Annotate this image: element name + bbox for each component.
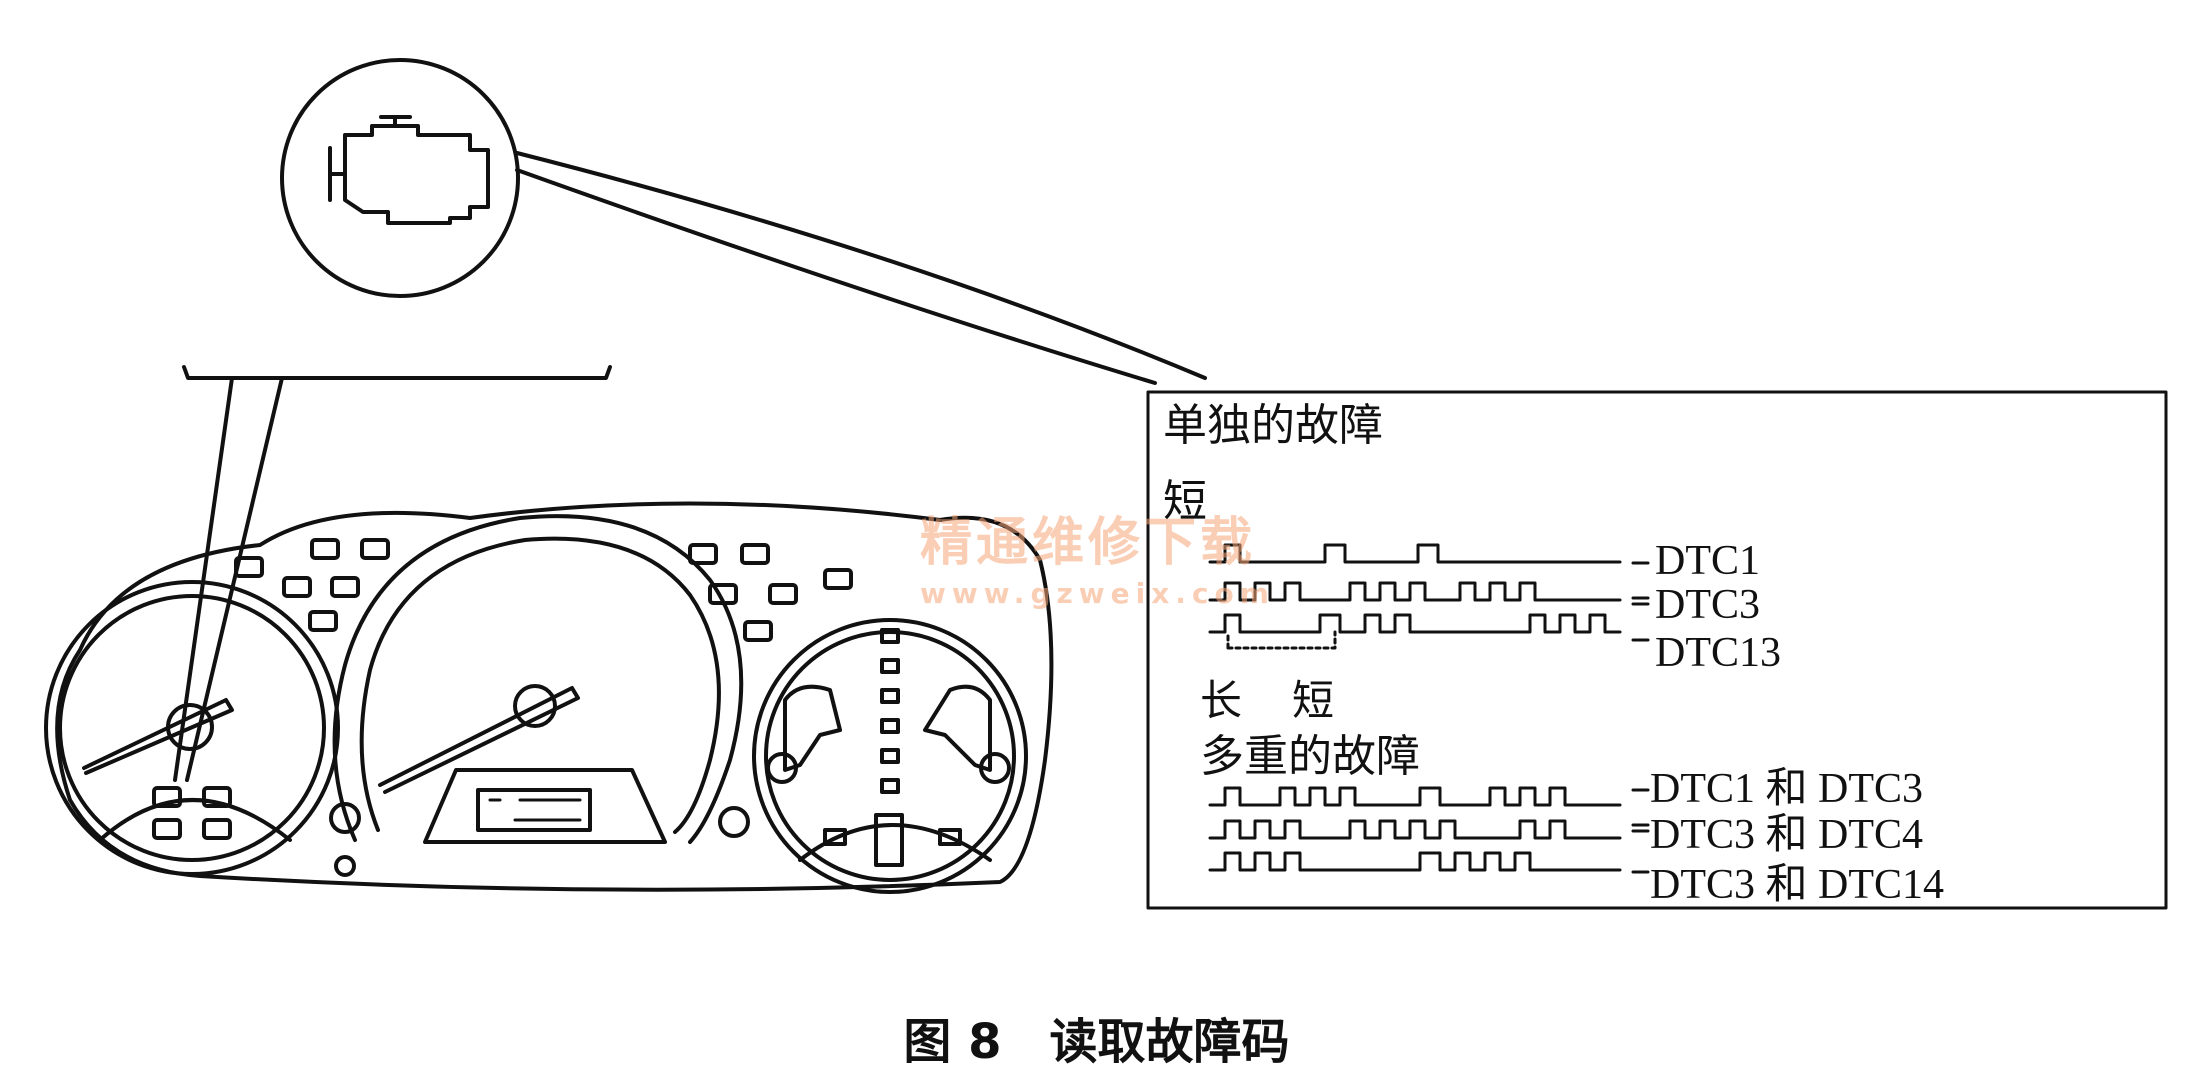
waveform-dtc13 [1208, 613, 1622, 634]
short-pulse-label-2: 短 [1292, 676, 1335, 725]
callout-leader-upper [515, 151, 1207, 380]
temp-pivot [979, 752, 1011, 784]
dtc-label: DTC13 [1655, 630, 1781, 676]
aux-indicator [880, 688, 900, 704]
trip-knob-small [334, 855, 356, 877]
tach-indicator [202, 818, 232, 840]
dtc-label: DTC1 [1655, 538, 1760, 584]
speedometer-outer [332, 514, 744, 844]
telltale-lamp [708, 583, 738, 605]
trip-knob [329, 802, 361, 834]
fuel-arc [783, 684, 842, 772]
tach-indicator [152, 786, 182, 808]
watermark: 精通维修下载 www.gzweix.com [920, 500, 1275, 610]
waveform-dtc3 [1208, 581, 1622, 602]
aux-indicator [880, 718, 900, 734]
short-pulse-label: 短 [1163, 476, 1207, 527]
tachometer-inner [58, 594, 326, 862]
aux-gauge-inner [764, 630, 1016, 882]
dtc-combo-label: DTC3 和 DTC14 [1650, 862, 1945, 908]
aux-indicator [880, 658, 900, 674]
telltale-lamp [360, 538, 390, 560]
aux-lower-arc [798, 823, 992, 862]
telltale-lamp [743, 620, 773, 642]
tach-indicator [152, 818, 182, 840]
dtc-pattern-box [1146, 390, 2168, 910]
tachometer-needle [82, 698, 234, 775]
long-pulse-label: 长 [1200, 676, 1243, 725]
dimmer-knob [718, 806, 750, 838]
waveform-dtc1-dtc3 [1208, 786, 1622, 807]
callout-leader-lower [515, 168, 1157, 385]
telltale-lamp [688, 543, 718, 565]
check-engine-icon [328, 115, 490, 225]
waveform-dtc13-low [1226, 630, 1337, 650]
waveform-dtc3-dtc14 [1208, 851, 1622, 872]
telltale-lamp [768, 583, 798, 605]
aux-gauge-outer [752, 618, 1028, 894]
speedometer-needle [378, 686, 580, 794]
lamp-leader-2 [185, 376, 284, 782]
single-fault-title: 单独的故障 [1163, 400, 1383, 451]
gear-indicator [874, 813, 904, 867]
aux-indicator [880, 628, 900, 644]
waveform-dtc3-dtc4 [1208, 819, 1622, 840]
telltale-lamp [282, 576, 312, 598]
caption-title: 读取故障码 [1049, 1014, 1290, 1070]
tach-indicator [202, 786, 232, 808]
waveform-dtc1 [1208, 543, 1622, 564]
odometer-display [476, 788, 592, 832]
caption-number: 图 8 [903, 1014, 1002, 1070]
watermark-url: www.gzweix.com [920, 577, 1275, 610]
telltale-lamp [310, 538, 340, 560]
aux-indicator [823, 828, 847, 846]
speedometer-hub [513, 684, 557, 728]
aux-indicator [938, 828, 962, 846]
speedometer-inner [359, 536, 721, 834]
multiple-fault-title: 多重的故障 [1200, 731, 1420, 782]
telltale-lamp [823, 568, 853, 590]
fuel-pivot [766, 752, 798, 784]
telltale-lamp [740, 543, 770, 565]
telltale-lamp [234, 556, 264, 578]
aux-indicator [880, 748, 900, 764]
telltale-lamp [308, 610, 338, 632]
dtc-combo-label: DTC1 和 DTC3 [1650, 766, 1924, 812]
dtc-combo-label: DTC3 和 DTC4 [1650, 812, 1924, 858]
odometer-window [423, 768, 667, 844]
watermark-name: 精通维修下载 [920, 513, 1257, 573]
lamp-leader [173, 376, 234, 782]
telltale-lamp [330, 576, 360, 598]
lamp-bracket [182, 365, 612, 380]
tach-lower-arc [98, 798, 292, 842]
temp-arc [923, 684, 992, 772]
callout-circle [280, 58, 520, 298]
tachometer-outer [44, 580, 340, 876]
aux-indicator [880, 778, 900, 794]
dtc-label: DTC3 [1655, 582, 1760, 628]
